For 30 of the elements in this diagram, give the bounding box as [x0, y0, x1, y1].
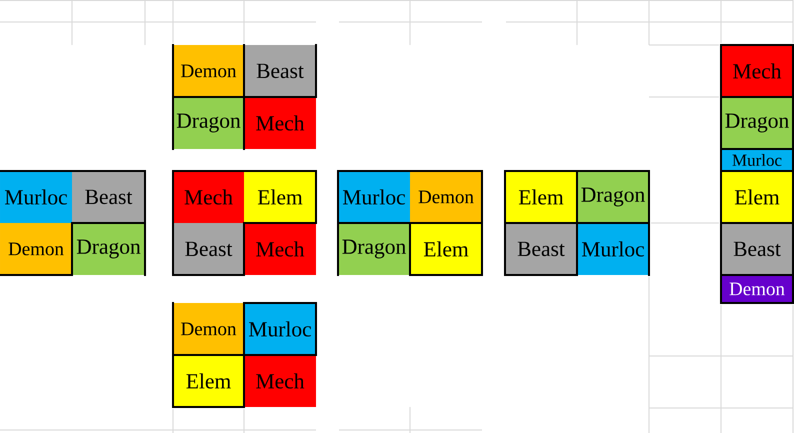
- grid-cell: Dragon: [71, 222, 146, 276]
- grid-cell: Dragon: [576, 170, 650, 224]
- grid-cell: Mech: [720, 44, 794, 98]
- grid-cell: Beast: [172, 222, 245, 276]
- grid-cell: Demon: [172, 44, 245, 98]
- grid-cell: Dragon: [720, 96, 794, 150]
- grid-cell: Mech: [243, 222, 317, 276]
- grid-cell: Beast: [71, 170, 146, 224]
- grid-cell: Murloc: [337, 170, 411, 224]
- grid-cell: Beast: [720, 222, 794, 276]
- grid-cell: Murloc: [576, 222, 650, 276]
- grid-cell: Demon: [0, 222, 73, 276]
- grid-cell: Demon: [172, 302, 245, 356]
- grid-cell: Mech: [243, 96, 317, 150]
- grid-cell: Dragon: [172, 96, 245, 150]
- grid-cell: Dragon: [337, 222, 411, 276]
- grid-cell: Murloc: [720, 148, 794, 172]
- grid-cell: Elem: [243, 170, 317, 224]
- grid-cell: Murloc: [0, 170, 73, 223]
- grid-cell: Demon: [409, 170, 483, 224]
- grid-cell: Beast: [504, 222, 578, 276]
- grid-cell: Murloc: [243, 302, 317, 356]
- grid-cell: Elem: [409, 222, 483, 276]
- grid-cell: Mech: [172, 170, 245, 224]
- grid-cell: Elem: [504, 170, 578, 224]
- grid-cell: Mech: [243, 354, 317, 408]
- grid-cell: Elem: [720, 170, 794, 224]
- grid-cell: Elem: [172, 354, 245, 408]
- grid-cell: Demon: [720, 274, 794, 304]
- grid-cell: Beast: [243, 44, 317, 98]
